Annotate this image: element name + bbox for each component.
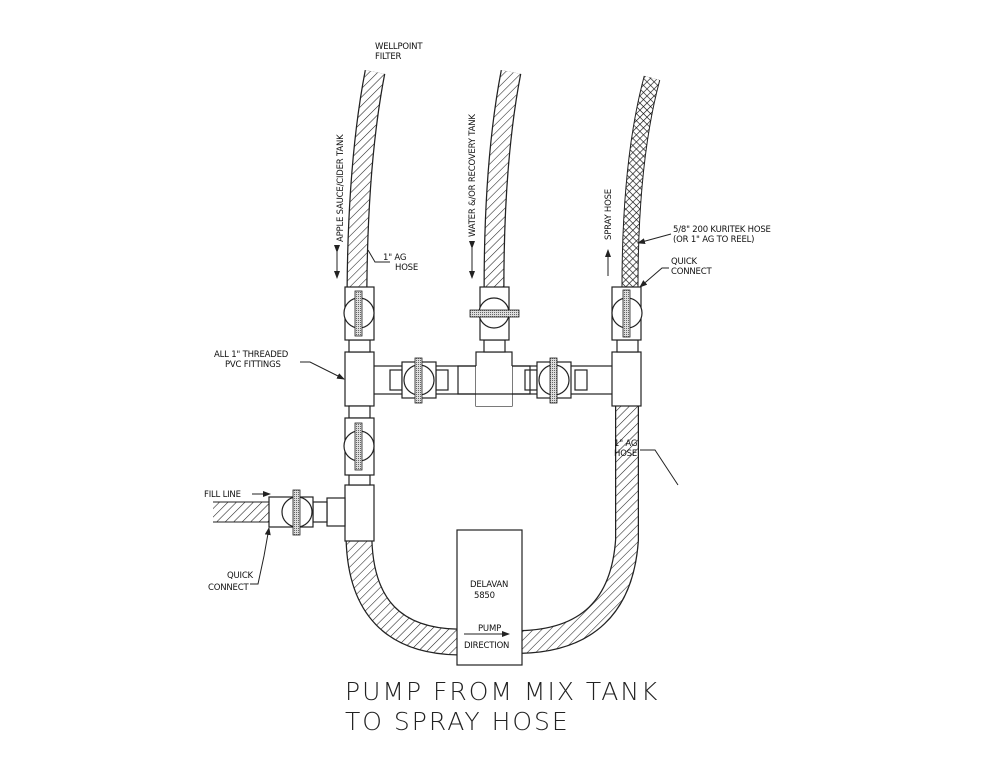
- label-spray-hose: SPRAY HOSE: [604, 189, 614, 240]
- label-water-tank: WATER &/OR RECOVERY TANK: [468, 114, 478, 237]
- leader-fittings: [300, 361, 345, 380]
- valve-manifold-right[interactable]: [536, 357, 572, 404]
- hose-apple-sauce-tank: [346, 70, 386, 288]
- hose-pump-outlet: [519, 405, 639, 654]
- diagram-title-line2: TO SPRAY HOSE: [345, 707, 570, 736]
- label-quick-connect-top-2: CONNECT: [671, 267, 712, 277]
- leader-quick-connect-top: [639, 267, 669, 288]
- label-quick-connect-bottom-2: CONNECT: [208, 583, 249, 593]
- pump-model-line2: 5850: [474, 591, 495, 601]
- leader-kuritek: [637, 233, 672, 245]
- pump-direction-line2: DIRECTION: [464, 641, 509, 651]
- label-1in-ag: 1" AG: [383, 253, 406, 263]
- hose-pump-inlet: [345, 539, 458, 656]
- label-filter: FILTER: [375, 52, 402, 62]
- label-kuritek-2: (OR 1" AG TO REEL): [673, 235, 754, 245]
- tee-right: [611, 351, 642, 407]
- valve-fill-line[interactable]: [268, 489, 314, 536]
- label-apple-tank: APPLE SAUCE/CIDER TANK: [336, 134, 346, 242]
- label-quick-connect-bottom-1: QUICK: [227, 571, 254, 581]
- valve-lower-vertical[interactable]: [343, 417, 375, 476]
- valve-spray-hose[interactable]: [611, 286, 643, 341]
- leader-quick-connect-bottom: [250, 527, 271, 585]
- label-ag-hose-right-2: HOSE: [614, 449, 637, 459]
- valve-apple-tank[interactable]: [343, 286, 375, 341]
- hose-fill-line: [213, 501, 269, 523]
- label-fittings-2: PVC FITTINGS: [225, 360, 281, 370]
- valve-water-tank[interactable]: [469, 286, 520, 341]
- label-fittings-1: ALL 1" THREADED: [214, 350, 289, 360]
- leader-ag-hose-right: [640, 449, 679, 486]
- label-hose: HOSE: [395, 263, 418, 273]
- tee-left: [344, 351, 375, 407]
- hose-spray-kuritek: [621, 75, 661, 288]
- diagram-title-line1: PUMP FROM MIX TANK: [345, 677, 659, 706]
- label-quick-connect-top-1: QUICK: [671, 257, 698, 267]
- label-ag-hose-right-1: 1" AG: [614, 439, 637, 449]
- tee-lower: [344, 484, 375, 542]
- valve-manifold-left[interactable]: [401, 357, 437, 404]
- pump-model-line1: DELAVAN: [470, 580, 508, 590]
- hose-water-recovery-tank: [483, 70, 522, 288]
- label-wellpoint: WELLPOINT: [375, 42, 423, 52]
- leader-ag-hose-left: [367, 249, 390, 263]
- label-kuritek-1: 5/8" 200 KURITEK HOSE: [673, 225, 771, 235]
- label-fill-line: FILL LINE: [204, 490, 241, 500]
- pump-delavan: DELAVAN 5850 PUMP DIRECTION: [456, 529, 523, 666]
- pump-direction-line1: PUMP: [478, 624, 501, 634]
